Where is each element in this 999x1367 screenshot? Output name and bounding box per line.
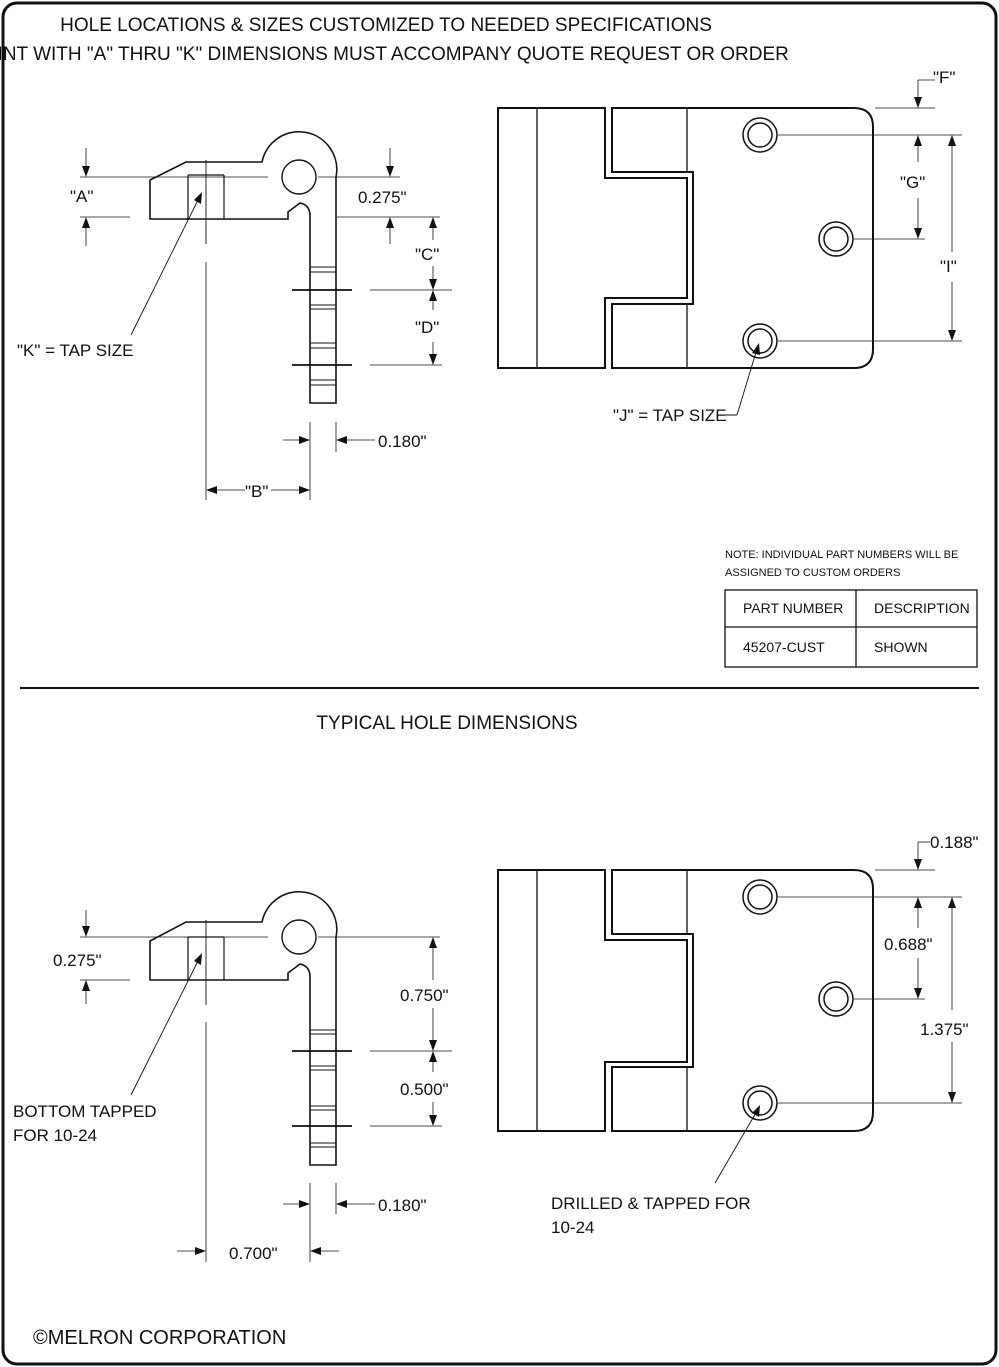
dim-i-label: "I": [940, 257, 957, 276]
note-line-1: NOTE: INDIVIDUAL PART NUMBERS WILL BE: [725, 549, 958, 561]
typ-dim-i: 1.375": [920, 1020, 969, 1039]
front-view-typical: [497, 841, 962, 1184]
table-header-desc: DESCRIPTION: [874, 600, 970, 616]
header-line-2: PRINT WITH "A" THRU "K" DIMENSIONS MUST …: [0, 44, 789, 65]
typ-dim-g: 0.688": [884, 935, 933, 954]
dim-r-label: 0.275": [358, 188, 407, 207]
typ-dim-c: 0.750": [400, 986, 449, 1005]
typ-tap-line-1: BOTTOM TAPPED: [13, 1102, 157, 1121]
dim-g-label: "G": [900, 173, 925, 192]
dim-c-label: "C": [415, 245, 439, 264]
side-view-typical: [80, 891, 452, 1262]
table-cell-part: 45207-CUST: [743, 639, 825, 655]
typ-dim-thickness: 0.180": [378, 1196, 427, 1215]
dim-d-label: "D": [415, 318, 439, 337]
typ-dim-b: 0.700": [229, 1244, 278, 1263]
typ-tap-front-2: 10-24: [551, 1218, 594, 1237]
dim-b-label: "B": [245, 482, 268, 501]
note-line-2: ASSIGNED TO CUSTOM ORDERS: [725, 567, 900, 579]
part-table: [724, 589, 978, 668]
table-cell-desc: SHOWN: [874, 639, 928, 655]
header-line-1: HOLE LOCATIONS & SIZES CUSTOMIZED TO NEE…: [60, 15, 712, 36]
dim-k-label: "K" = TAP SIZE: [17, 341, 133, 360]
front-view-top: [497, 79, 962, 416]
typ-dim-a: 0.275": [53, 951, 102, 970]
copyright: ©MELRON CORPORATION: [33, 1327, 286, 1349]
typical-title: TYPICAL HOLE DIMENSIONS: [316, 713, 577, 734]
dim-f-label: "F": [933, 68, 955, 87]
dim-thickness-label: 0.180": [378, 432, 427, 451]
dim-j-label: "J" = TAP SIZE: [613, 406, 727, 425]
typ-tap-front-1: DRILLED & TAPPED FOR: [551, 1194, 751, 1213]
table-header-part: PART NUMBER: [743, 600, 843, 616]
typ-tap-line-2: FOR 10-24: [13, 1126, 97, 1145]
typ-dim-d: 0.500": [400, 1080, 449, 1099]
dim-a-label: "A": [70, 187, 93, 206]
side-view-top: [80, 131, 452, 500]
typ-dim-f: 0.188": [930, 833, 979, 852]
